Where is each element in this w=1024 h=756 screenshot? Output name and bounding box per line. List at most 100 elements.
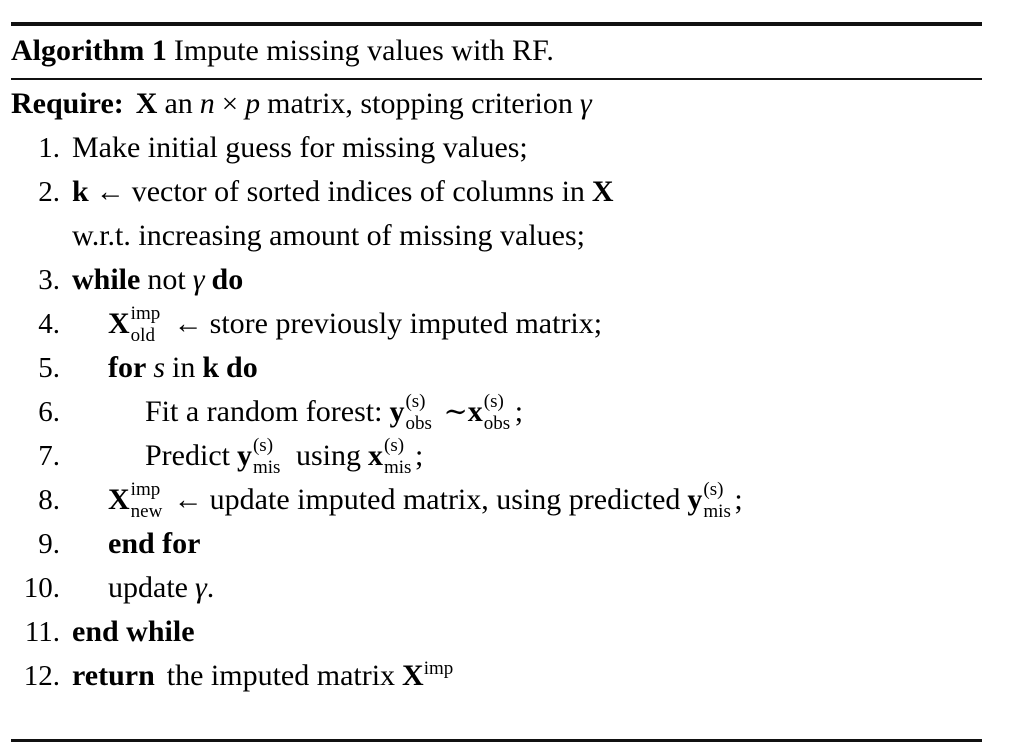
step-text: Fit a random forest:	[145, 395, 383, 428]
step-body: k←vector of sorted indices of columns in…	[72, 170, 614, 214]
left-arrow-icon: ←	[95, 176, 125, 208]
step-text: the imputed matrix	[166, 659, 396, 692]
matrix-x-symbol: X	[108, 483, 130, 516]
require-text-1: an	[164, 87, 193, 120]
rhs-vector-x-symbol: x	[368, 439, 383, 472]
step-terminator: .	[206, 571, 215, 604]
step-number: 9.	[38, 528, 60, 560]
step-number: 6.	[38, 396, 60, 428]
step-continuation-row: w.r.t. increasing amount of missing valu…	[0, 214, 1024, 258]
step-text: not	[147, 263, 186, 296]
rule-top	[11, 22, 982, 26]
step-terminator: ;	[514, 395, 524, 428]
rhs-vector-y-symbol: y	[687, 483, 703, 516]
step-text: Make initial guess for missing values;	[72, 131, 528, 164]
step-number: 2.	[38, 176, 60, 208]
step-text-mid: using	[295, 439, 361, 472]
step-number: 5.	[38, 352, 60, 384]
matrix-x-symbol: X	[108, 307, 130, 340]
keyword-end-for: end for	[108, 527, 201, 560]
subscript-obs: obs	[483, 413, 511, 434]
step-number: 10.	[23, 572, 60, 604]
step-number: 3.	[38, 264, 60, 296]
superscript-s: (s)	[384, 435, 405, 456]
step-row: 6. Fit a random forest:y(s)obs∼x(s)obs;	[0, 390, 1024, 434]
step-text-in: in	[172, 351, 196, 384]
step-text: update imputed matrix, using predicted	[209, 483, 681, 516]
step-body: Make initial guess for missing values;	[72, 126, 528, 170]
superscript-s: (s)	[252, 435, 274, 456]
step-row: 2. k←vector of sorted indices of columns…	[0, 170, 1024, 214]
superscript-s: (s)	[483, 391, 504, 412]
left-arrow-icon: ←	[173, 308, 203, 340]
superscript-s: (s)	[405, 391, 426, 412]
subscript-obs: obs	[405, 413, 432, 434]
step-text: store previously imputed matrix;	[209, 307, 603, 340]
superscript-imp: imp	[130, 479, 161, 500]
require-gamma-symbol: γ	[579, 87, 592, 120]
keyword-end-while: end while	[72, 615, 195, 648]
subscript-mis: mis	[252, 457, 281, 478]
step-body: w.r.t. increasing amount of missing valu…	[72, 214, 585, 258]
require-matrix-symbol: X	[135, 87, 158, 120]
step-number: 7.	[38, 440, 60, 472]
superscript-s: (s)	[703, 479, 724, 500]
rule-bottom	[11, 739, 982, 742]
step-number: 11.	[24, 616, 60, 648]
matrix-x-symbol: X	[591, 175, 614, 208]
algorithm-steps: 1. Make initial guess for missing values…	[0, 126, 1024, 698]
step-terminator: ;	[415, 439, 424, 472]
step-body: end while	[72, 610, 195, 654]
step-text: w.r.t. increasing amount of missing valu…	[72, 219, 585, 252]
step-row: 1. Make initial guess for missing values…	[0, 126, 1024, 170]
vector-k-symbol: k	[72, 175, 89, 208]
lhs-vector-y-symbol: y	[236, 439, 252, 472]
rhs-vector-x-symbol: x	[467, 395, 483, 428]
rule-middle	[11, 78, 982, 80]
step-text: vector of sorted indices of columns in	[131, 175, 585, 208]
subscript-mis: mis	[384, 457, 412, 478]
require-dim-n: n	[199, 87, 215, 120]
step-row: 11. end while	[0, 610, 1024, 654]
step-body: end for	[108, 522, 201, 566]
vector-k-symbol: k	[202, 351, 220, 384]
gamma-symbol: γ	[192, 263, 205, 296]
step-body: Fit a random forest:y(s)obs∼x(s)obs;	[145, 390, 523, 434]
step-number: 8.	[38, 484, 60, 516]
keyword-while: while	[72, 263, 141, 296]
step-number: 4.	[38, 308, 60, 340]
gamma-symbol: γ	[194, 571, 207, 604]
step-number: 12.	[23, 660, 60, 692]
algorithm-caption-title: Impute missing values with RF.	[173, 34, 554, 67]
lhs-vector-y-symbol: y	[389, 395, 405, 428]
subscript-mis: mis	[703, 501, 731, 522]
step-row: 9. end for	[0, 522, 1024, 566]
step-text: update	[108, 571, 188, 604]
step-text: Predict	[145, 439, 230, 472]
matrix-x-symbol: X	[402, 659, 424, 692]
step-terminator: ;	[734, 483, 743, 516]
superscript-imp: imp	[423, 658, 454, 679]
superscript-imp: imp	[130, 303, 161, 324]
algorithm-caption-keyword: Algorithm 1	[11, 34, 167, 67]
keyword-do: do	[211, 263, 244, 296]
require-text-2: matrix, stopping criterion	[267, 87, 573, 120]
require-keyword: Require:	[11, 87, 124, 120]
step-number: 1.	[38, 132, 60, 164]
require-dim-p: p	[245, 87, 261, 120]
